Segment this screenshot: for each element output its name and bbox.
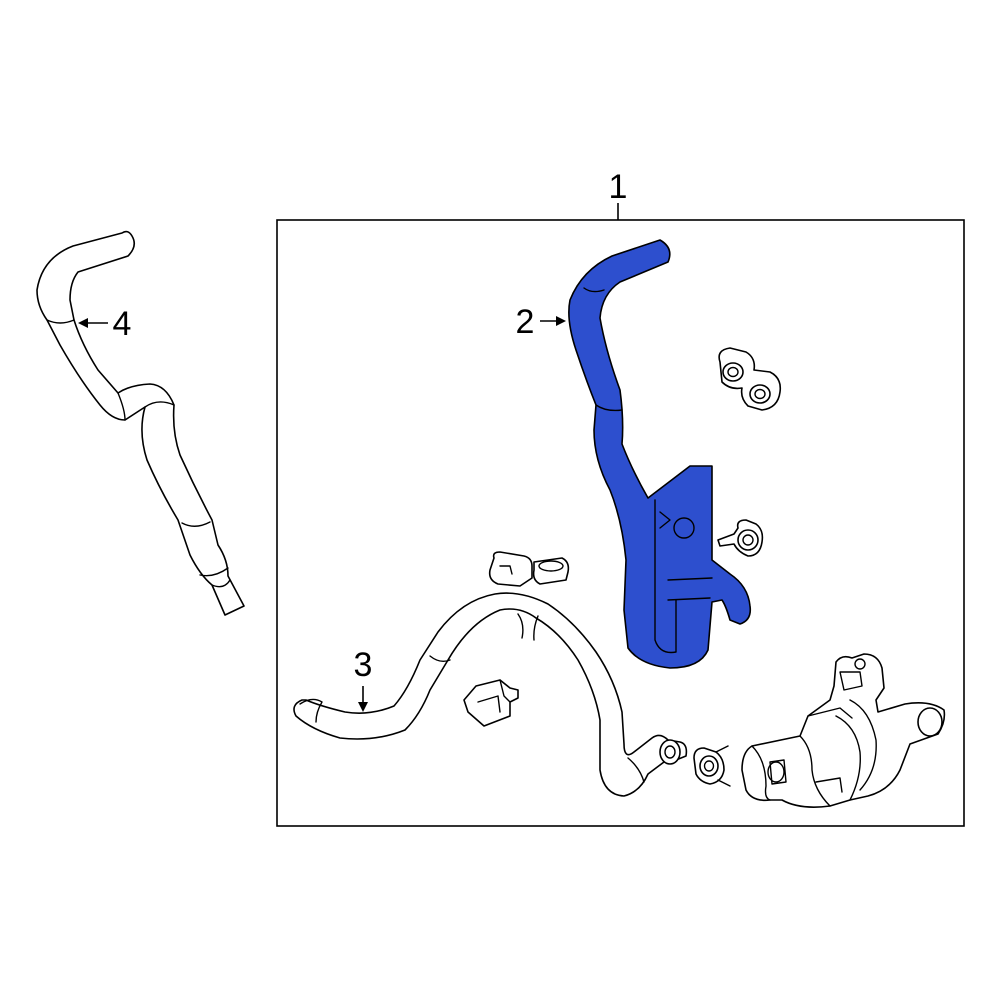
hose-clamp-upper[interactable]: [718, 347, 782, 411]
callout-1[interactable]: 1: [609, 168, 628, 206]
callout-2[interactable]: 2: [516, 303, 535, 341]
hose-clamp-middle[interactable]: [717, 519, 764, 557]
hose-part-4[interactable]: [36, 230, 245, 616]
callout-3-arrow: [358, 686, 368, 712]
mount-bracket[interactable]: [463, 679, 519, 727]
callout-2-arrow: [540, 316, 566, 326]
callout-3[interactable]: 3: [354, 646, 373, 684]
hose-clip[interactable]: [488, 551, 570, 587]
assembly-box: [276, 219, 965, 827]
hose-clamp-lower[interactable]: [693, 745, 731, 787]
callout-4[interactable]: 4: [113, 305, 132, 343]
hose-part-2[interactable]: [568, 239, 752, 669]
water-pump[interactable]: [741, 653, 946, 808]
hose-part-3[interactable]: [293, 592, 688, 797]
callout-4-arrow: [78, 318, 108, 328]
